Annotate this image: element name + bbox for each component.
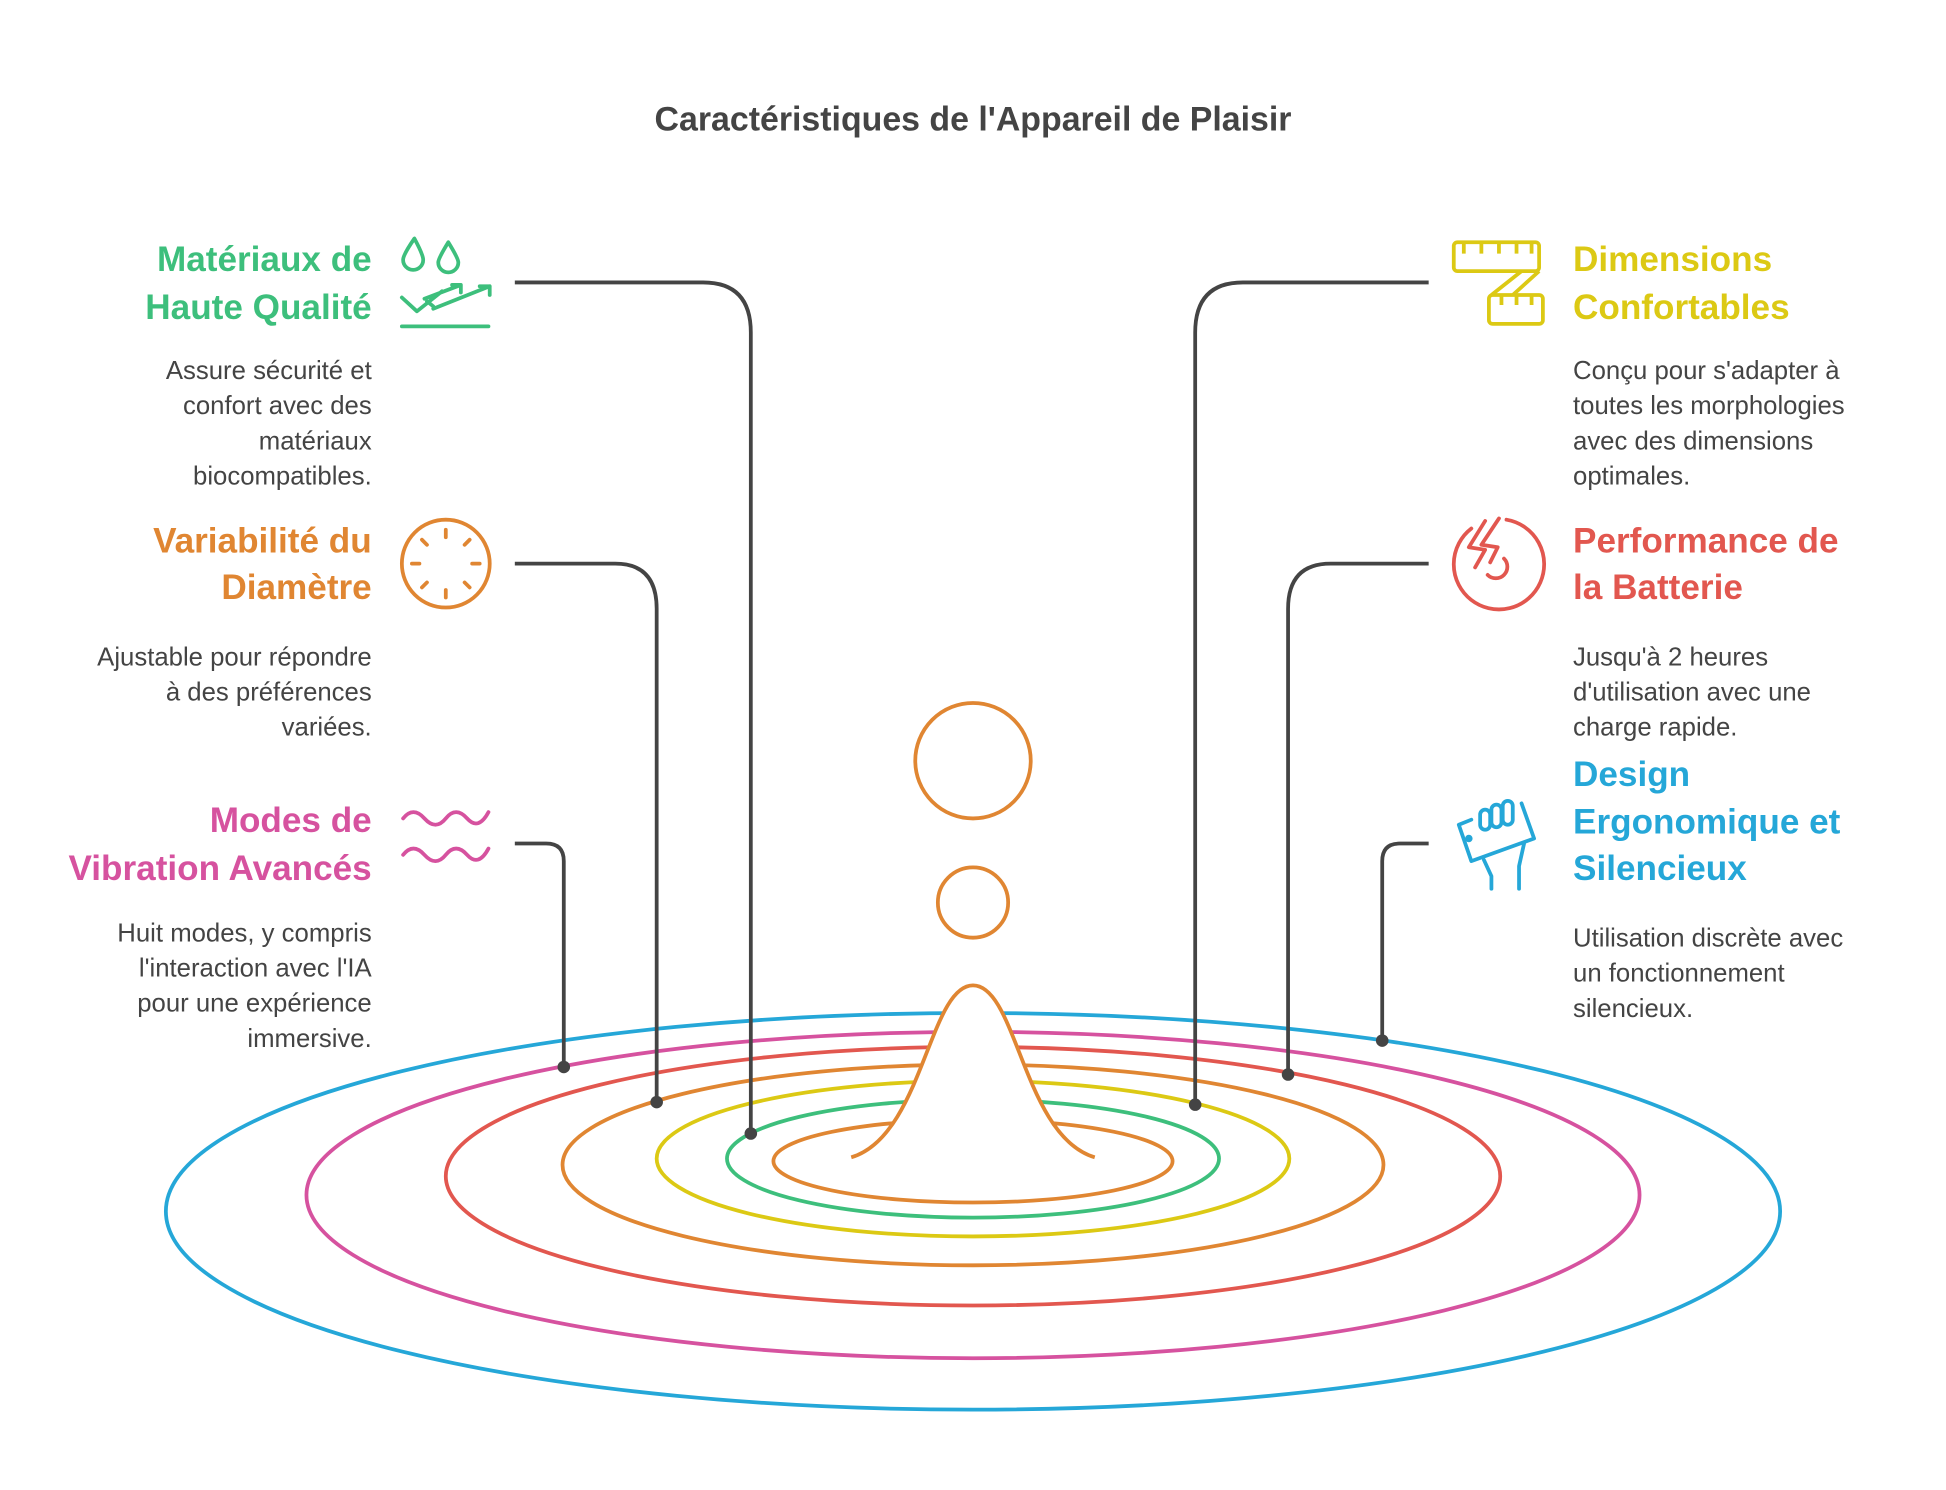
wave-icon xyxy=(401,810,491,863)
ripple-rings xyxy=(163,701,1783,1412)
drop-small xyxy=(935,865,1011,940)
drop-large xyxy=(913,701,1033,821)
battery-charge-icon xyxy=(1451,516,1546,612)
drop-splash xyxy=(850,983,1096,1160)
drops-arrows-icon xyxy=(399,236,492,329)
connectors xyxy=(514,280,1429,1140)
measuring-tape-icon xyxy=(1451,240,1545,326)
diagram-title: Caractéristiques de l'Appareil de Plaisi… xyxy=(655,101,1292,139)
hand-device-icon xyxy=(1456,798,1536,891)
dial-icon xyxy=(399,517,492,610)
